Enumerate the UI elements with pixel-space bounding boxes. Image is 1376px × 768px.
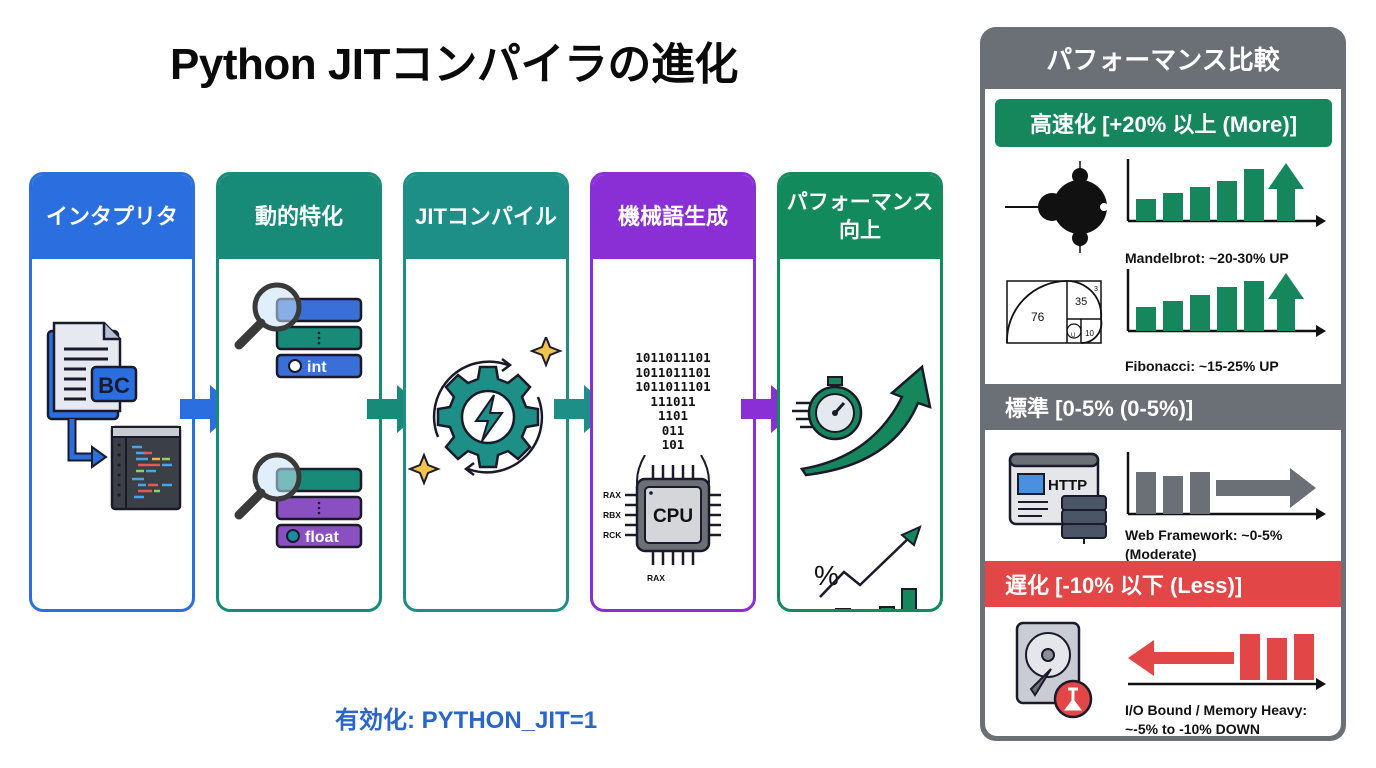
binary-line: 011	[661, 422, 685, 438]
caption-fibonacci: Fibonacci: ~15-25% UP	[1125, 358, 1279, 374]
stage-label: JITコンパイル	[415, 204, 557, 229]
spiral-number: U	[1071, 333, 1075, 339]
register-label: RCK	[603, 530, 622, 540]
cpu-chip-icon: CPU RAX RBX RCK RAX	[603, 455, 721, 583]
caption-line: (Moderate)	[1125, 546, 1197, 562]
section-neutral-heading: 標準 [0-5% (0-5%)]	[985, 384, 1341, 430]
stage-performance: パフォーマンス 向上 %	[777, 172, 943, 612]
binary-line: 1011011101	[635, 364, 711, 380]
cpu-label: CPU	[653, 506, 693, 527]
stage-header: 動的特化	[219, 175, 379, 259]
percent-glyph: %	[814, 560, 839, 591]
register-label: RAX	[647, 573, 665, 583]
stage-label-line1: パフォーマンス	[786, 191, 934, 214]
caption-web-framework: Web Framework: ~0-5% (Moderate)	[1125, 526, 1282, 564]
binary-line: 1101	[657, 408, 689, 423]
binary-line: 111011	[650, 393, 696, 409]
caption-line: Web Framework: ~0-5%	[1125, 527, 1283, 543]
caption-line: ~-5% to -10% DOWN	[1125, 721, 1260, 736]
flat-bar-chart	[1126, 452, 1326, 520]
stage-header: インタプリタ	[32, 175, 192, 259]
bytecode-document-icon: BC	[46, 321, 182, 511]
stopwatch-growth-icon: %	[792, 364, 932, 609]
stage-header: 機械語生成	[593, 175, 753, 259]
comparison-panel: パフォーマンス比較 高速化 [+20% 以上 (More)] Mandelbro…	[980, 27, 1346, 741]
binary-line: 1011011101	[635, 379, 711, 394]
section-faster-heading: 高速化 [+20% 以上 (More)]	[995, 99, 1332, 147]
spiral-number: 10	[1085, 329, 1094, 338]
bytecode-badge: BC	[98, 373, 130, 398]
fibonacci-spiral-icon: 76 35 3 10 U	[1006, 280, 1103, 344]
stage-label: 機械語生成	[617, 204, 728, 229]
register-label: RBX	[603, 510, 621, 520]
stage-specialization: 動的特化 int float	[216, 172, 382, 612]
left-arrow-icon	[1128, 640, 1234, 676]
stage-jit-compile: JITコンパイル	[403, 172, 569, 612]
slowdown-bar-chart	[1128, 634, 1326, 690]
page-title: Python JITコンパイラの進化	[170, 40, 738, 89]
caption-mandelbrot: Mandelbrot: ~20-30% UP	[1125, 250, 1289, 266]
type-label-int: int	[307, 359, 327, 376]
binary-line: 1011011101	[635, 350, 711, 365]
section-slower-heading: 遅化 [-10% 以下 (Less)]	[985, 561, 1341, 607]
mandelbrot-fractal-icon	[1005, 161, 1108, 253]
hard-drive-warning-icon	[1015, 621, 1093, 719]
lightning-gear-icon	[408, 337, 563, 486]
caption-line: I/O Bound / Memory Heavy:	[1125, 702, 1308, 718]
speedup-bar-chart	[1126, 159, 1326, 227]
stage-machine-code: 機械語生成 1011011101 1011011101 1011011101 1…	[590, 172, 756, 612]
stage-interpreter: インタプリタ BC	[29, 172, 195, 612]
right-arrow-icon	[1216, 468, 1316, 508]
stage-label: 動的特化	[254, 204, 343, 229]
up-arrow-icon	[1268, 273, 1304, 331]
speedup-bar-chart	[1126, 269, 1326, 337]
stage-header: JITコンパイル	[406, 175, 566, 259]
stage-header: パフォーマンス 向上	[780, 175, 940, 259]
http-server-icon: HTTP	[1008, 452, 1107, 544]
spiral-number: 76	[1031, 310, 1045, 324]
binary-line: 101	[661, 437, 685, 452]
up-arrow-icon	[1268, 163, 1304, 221]
http-label: HTTP	[1048, 477, 1087, 494]
enable-instruction: 有効化: PYTHON_JIT=1	[335, 707, 598, 734]
comparison-title: パフォーマンス比較	[1046, 44, 1280, 75]
type-label-float: float	[305, 529, 339, 546]
binary-stream: 1011011101 1011011101 1011011101 111011 …	[593, 350, 753, 453]
stage-label: インタプリタ	[45, 204, 178, 229]
stage-label-line2: 向上	[839, 219, 881, 242]
caption-io-bound: I/O Bound / Memory Heavy: ~-5% to -10% D…	[1125, 701, 1307, 736]
register-label: RAX	[603, 490, 621, 500]
type-inspection-icon: int float	[234, 282, 363, 549]
spiral-number: 35	[1075, 296, 1087, 308]
spiral-number: 3	[1094, 286, 1098, 293]
